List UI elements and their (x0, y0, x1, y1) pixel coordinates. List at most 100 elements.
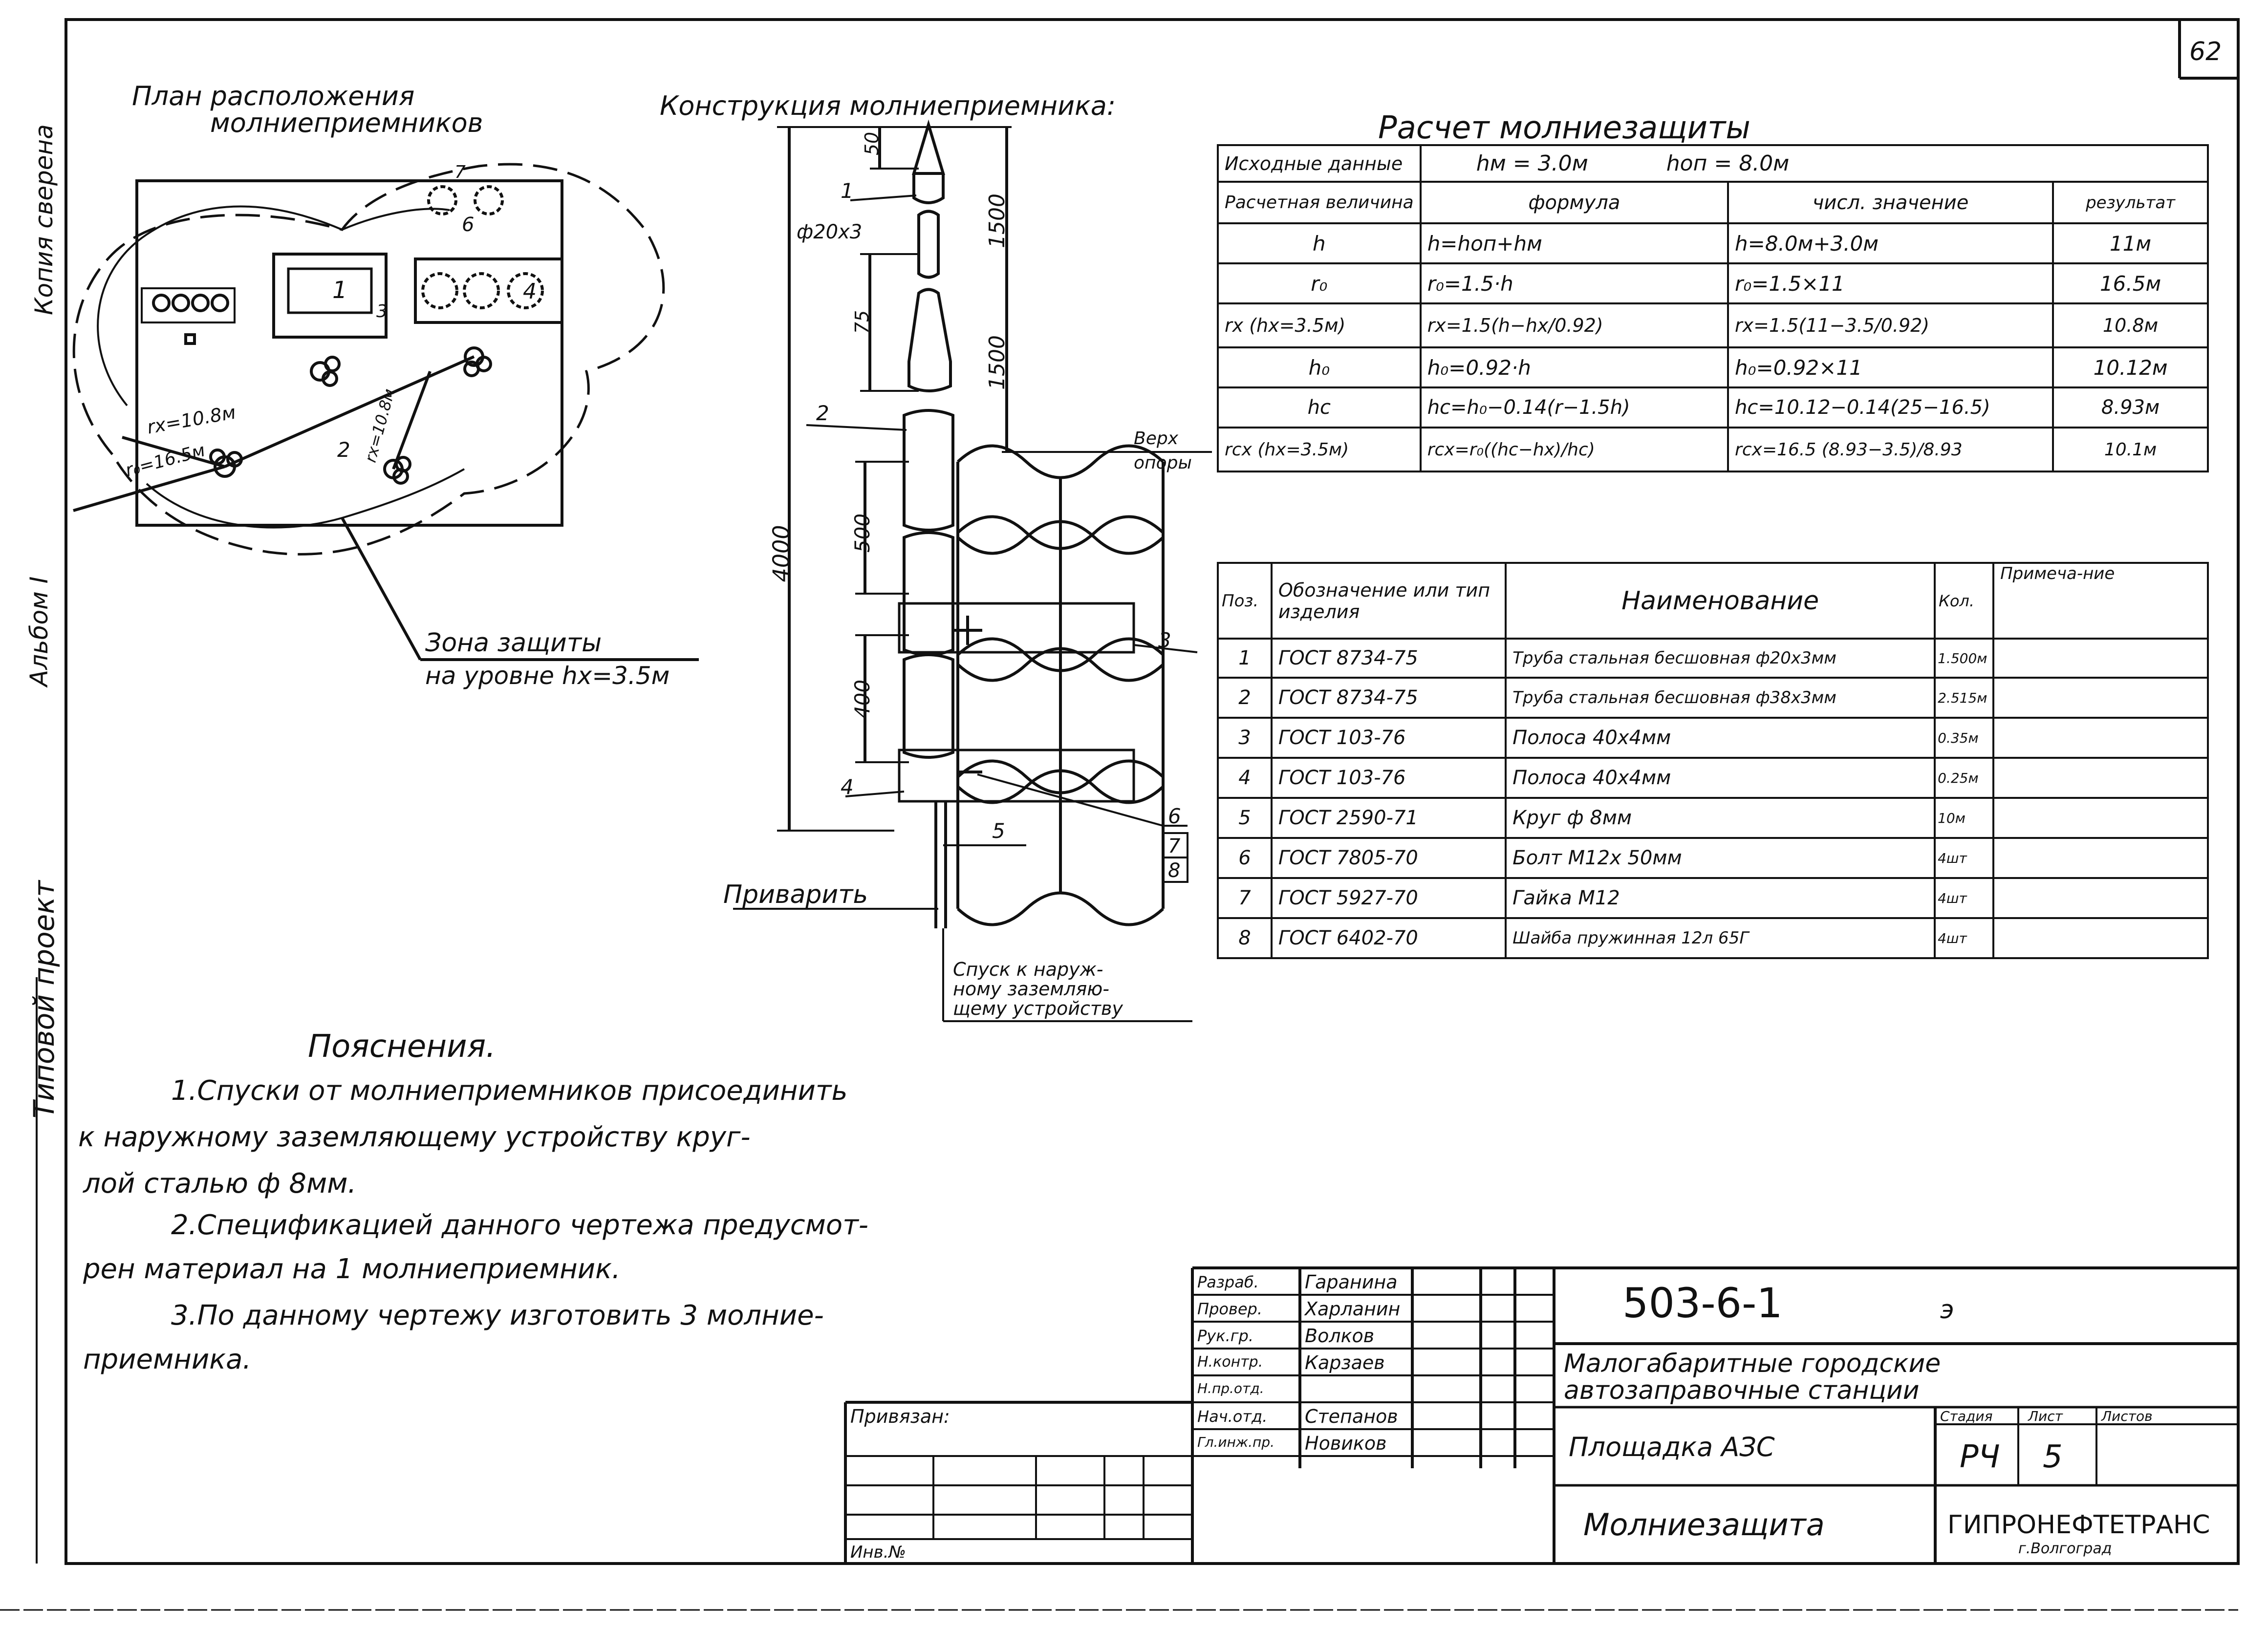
pos-8: 8 (1168, 859, 1181, 882)
tb-name-4: Карзаев (1305, 1352, 1385, 1373)
plan-label-4: 4 (523, 279, 537, 304)
calc-source-hm: hм = 3.0м (1476, 151, 1588, 176)
plan-label-6: 6 (462, 214, 475, 236)
notes-line-6: 3.По данному чертежу изготовить 3 молние… (171, 1300, 824, 1331)
org-name: ГИПРОНЕФТЕТРАНС (1947, 1510, 2210, 1540)
plan-label-2: 2 (337, 438, 350, 462)
construction-title: Конструкция молниеприемника: (660, 90, 1116, 121)
stage-label: Стадия (1940, 1408, 1993, 1424)
calc-title: Расчет молниезащиты (1378, 110, 1750, 146)
descent-label: Спуск к наруж- (953, 959, 1103, 980)
plan-label-7: 7 (454, 162, 466, 182)
notes-line-5: рен материал на 1 молниеприемник. (83, 1253, 621, 1285)
top-support-label: Верх (1134, 429, 1179, 449)
plan-title: План расположения (132, 81, 415, 111)
calc-header-formula: формула (1419, 181, 1729, 224)
notes-line-2: к наружному заземляющему устройству круг… (78, 1121, 751, 1153)
tb-role-4: Н.контр. (1197, 1353, 1263, 1371)
plan-label-3: 3 (376, 301, 388, 321)
pos-1: 1 (841, 179, 854, 203)
plan-drawing (72, 163, 699, 661)
tb-role-3: Рук.гр. (1197, 1327, 1254, 1345)
notes-line-3: лой сталью ф 8мм. (83, 1168, 357, 1200)
drawing-title: Молниезащита (1583, 1507, 1825, 1543)
tb-name-7: Новиков (1305, 1433, 1387, 1454)
dim-1500-mid: 1500 (984, 335, 1010, 390)
pos-6: 6 (1168, 804, 1181, 828)
project-name-2: автозаправочные станции (1564, 1376, 1920, 1405)
dim-4000: 4000 (768, 525, 795, 582)
dim-400: 400 (850, 679, 875, 719)
side-stamp-project: Типовой проект (27, 880, 61, 1118)
notes-line-4: 2.Спецификацией данного чертежа предусмо… (171, 1209, 869, 1241)
descent-label-3: щему устройству (953, 998, 1123, 1019)
stage-value: РЧ (1960, 1439, 2000, 1475)
dim-500: 500 (850, 513, 875, 553)
plan-zone-level: на уровне hx=3.5м (425, 662, 670, 690)
side-stamp-copy: Копия сверена (30, 124, 58, 315)
title-block-grid (844, 1266, 2238, 1564)
spec-header-pos: Поз. (1217, 562, 1273, 640)
calc-source-hon: hоп = 8.0м (1666, 151, 1790, 176)
project-name: Малогабаритные городские (1564, 1349, 1941, 1378)
section-name: Площадка АЗС (1569, 1432, 1775, 1462)
tb-name-1: Гаранина (1305, 1271, 1398, 1293)
plan-label-building: 1 (332, 277, 347, 304)
tb-name-3: Волков (1305, 1325, 1375, 1347)
weld-label: Приварить (723, 880, 868, 909)
sheet-label: Лист (2028, 1408, 2063, 1424)
notes-title: Пояснения. (308, 1029, 496, 1065)
rod-construction-drawing (733, 119, 1212, 1022)
inv-label: Инв.№ (850, 1543, 906, 1562)
top-support-label-2: опоры (1134, 453, 1192, 473)
pos-5: 5 (992, 819, 1005, 843)
dim-50: 50 (861, 131, 883, 156)
project-suffix: э (1940, 1295, 1954, 1325)
tb-name-6: Степанов (1305, 1406, 1398, 1427)
org-city: г.Волгоград (2018, 1540, 2112, 1557)
dim-1500-top: 1500 (984, 193, 1010, 248)
plan-title-2: молниеприемников (210, 107, 483, 138)
sheet-value: 5 (2043, 1439, 2063, 1475)
spec-header-note: Примеча-ние (1992, 562, 2209, 640)
pos-2: 2 (816, 401, 829, 425)
spec-header-designation: Обозначение или тип изделия (1270, 562, 1507, 640)
spec-table: Поз. Обозначение или тип изделия Наимено… (1217, 562, 2209, 959)
descent-label-2: ному заземляю- (953, 978, 1109, 1000)
calc-header-value: числ. значение (1727, 181, 2054, 224)
pos-7: 7 (1168, 835, 1181, 857)
notes-line-7: приемника. (83, 1344, 252, 1375)
calc-row: rcx (hx=3.5м)rcx=r₀((hc−hx)/hc)rcx=16.5 … (1217, 427, 2209, 472)
tb-role-5: Н.пр.отд. (1197, 1380, 1264, 1396)
pipe-label: ф20х3 (797, 221, 863, 243)
tb-name-2: Харланин (1305, 1298, 1401, 1320)
plan-zone-label: Зона защиты (425, 628, 602, 658)
page-number: 62 (2189, 37, 2222, 66)
calc-header-quantity: Расчетная величина (1217, 181, 1422, 224)
spec-header-qty: Кол. (1934, 562, 1995, 640)
tb-role-1: Разраб. (1197, 1273, 1259, 1291)
tb-role-2: Провер. (1197, 1300, 1262, 1318)
spec-header-name: Наименование (1505, 562, 1936, 640)
tb-role-7: Гл.инж.пр. (1197, 1434, 1275, 1450)
dim-75: 75 (851, 310, 873, 334)
notes-line-1: 1.Спуски от молниеприемников присоединит… (171, 1075, 848, 1107)
calc-row: rx (hx=3.5м)rx=1.5(h−hx/0.92)rx=1.5(11−3… (1217, 302, 2209, 348)
calc-header-result: результат (2052, 181, 2209, 224)
pos-3: 3 (1158, 628, 1171, 652)
project-code: 503-6-1 (1622, 1279, 1783, 1327)
tb-role-6: Нач.отд. (1197, 1407, 1268, 1426)
